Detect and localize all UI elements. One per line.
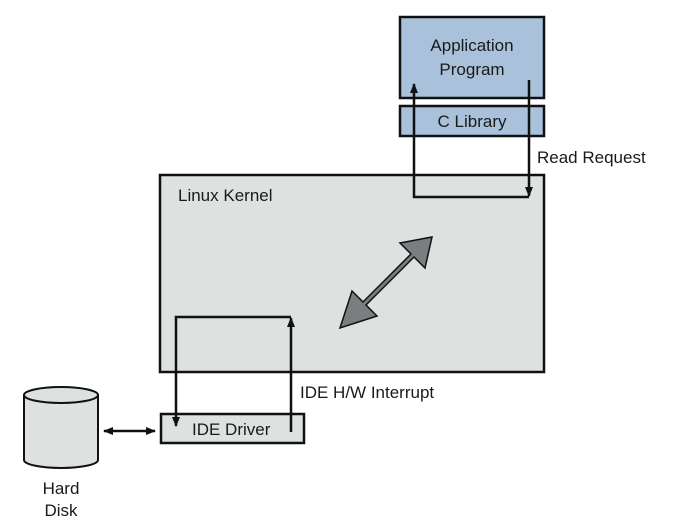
c-library-label: C Library [438, 112, 507, 131]
ide-interrupt-label: IDE H/W Interrupt [300, 383, 434, 402]
hard-disk-label-line1: Hard [43, 479, 80, 498]
kernel-to-driver-arrow [172, 315, 291, 427]
kernel-processing-double-arrow [338, 236, 433, 330]
hard-disk-cylinder: Hard Disk [23, 386, 99, 520]
return-to-app-arrow [410, 83, 529, 199]
read-request-label: Read Request [537, 148, 646, 167]
hard-disk-label-line2: Disk [44, 501, 78, 520]
c-library-box: C Library [398, 104, 546, 138]
ide-driver-label: IDE Driver [192, 420, 271, 439]
linux-kernel-box: Linux Kernel [158, 173, 546, 374]
application-label-line2: Program [439, 60, 504, 79]
ide-driver-box: IDE Driver [159, 412, 306, 445]
linux-kernel-label: Linux Kernel [178, 186, 273, 205]
application-program-box: Application Program [398, 15, 546, 100]
application-label-line1: Application [430, 36, 513, 55]
